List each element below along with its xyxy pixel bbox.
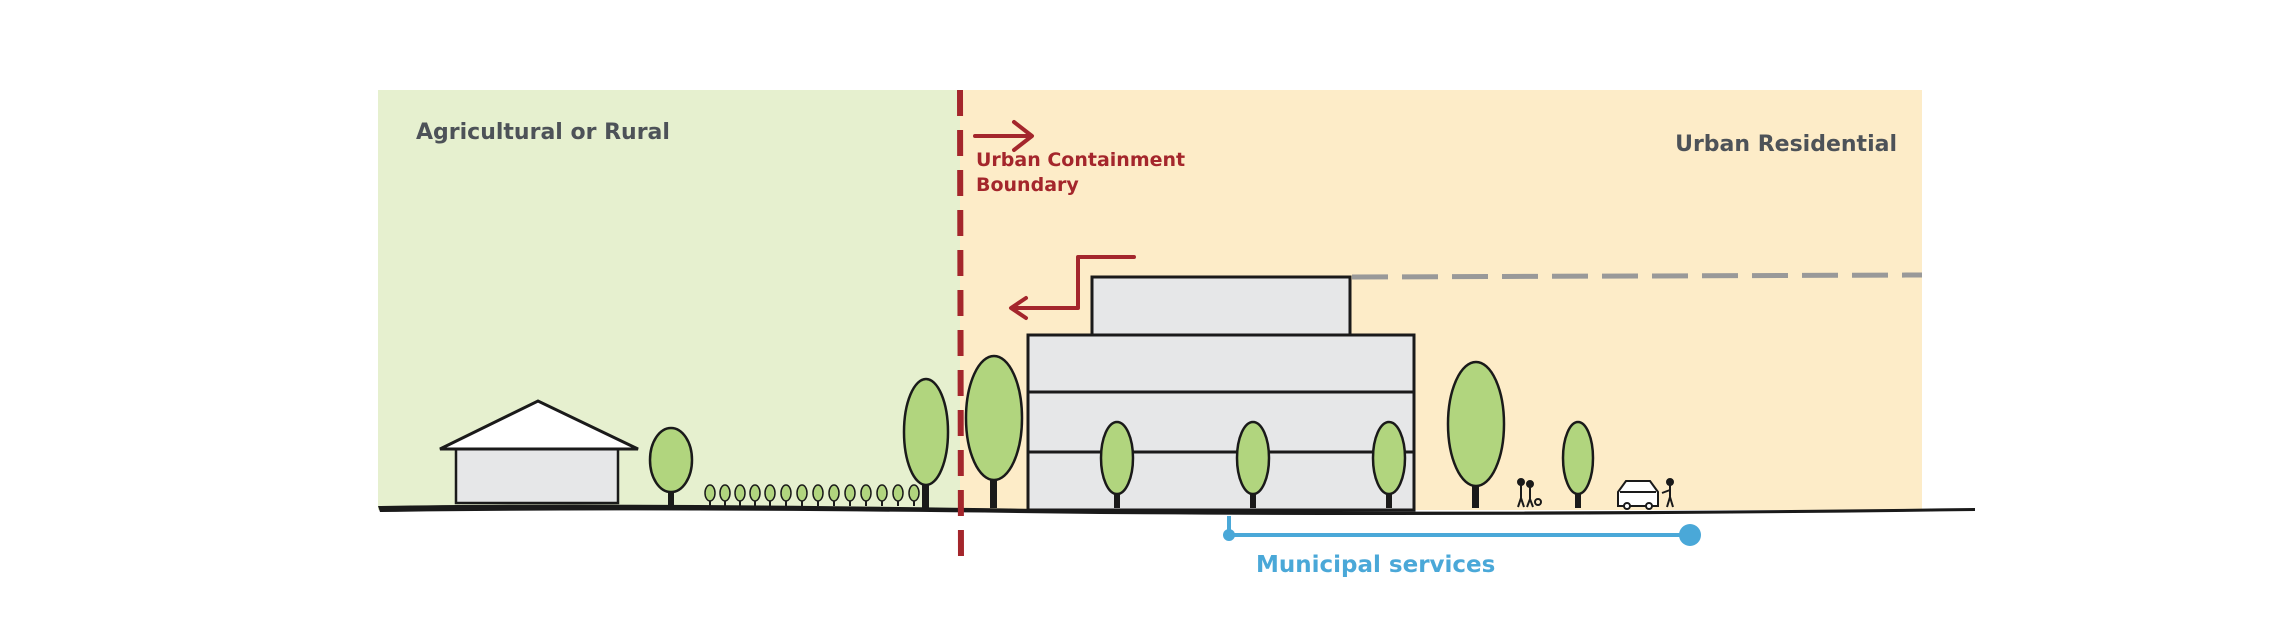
tree-icon bbox=[964, 354, 1024, 508]
municipal-services-label: Municipal services bbox=[1256, 552, 1495, 578]
tree-icon bbox=[902, 377, 950, 508]
car-icon bbox=[1617, 480, 1659, 510]
arrow-right-icon bbox=[973, 120, 1034, 152]
tree-icon bbox=[1561, 420, 1595, 508]
tree-icon bbox=[1371, 420, 1407, 508]
boundary-label-line1: Urban Containment bbox=[976, 149, 1185, 171]
pedestrian-icon bbox=[1517, 478, 1542, 508]
height-limit-line bbox=[1351, 272, 1923, 280]
rural-zone-label: Agricultural or Rural bbox=[416, 120, 670, 145]
shrub-icon bbox=[828, 484, 840, 506]
shrub-icon bbox=[892, 484, 904, 506]
shrub-icon bbox=[844, 484, 856, 506]
municipal-services-indicator bbox=[1227, 516, 1690, 537]
tree-icon bbox=[648, 426, 694, 506]
tree-icon bbox=[1446, 360, 1506, 508]
shrub-icon bbox=[908, 484, 920, 506]
shrub-icon bbox=[734, 484, 746, 506]
shrub-icon bbox=[749, 484, 761, 506]
tree-icon bbox=[1235, 420, 1271, 508]
house-icon bbox=[439, 399, 639, 505]
shrub-icon bbox=[719, 484, 731, 506]
shrub-icon bbox=[780, 484, 792, 506]
services-start-dot bbox=[1223, 529, 1235, 541]
shrub-icon bbox=[876, 484, 888, 506]
services-end-dot bbox=[1679, 524, 1701, 546]
shrub-icon bbox=[796, 484, 808, 506]
ground-line bbox=[378, 504, 1975, 515]
shrub-icon bbox=[704, 484, 716, 506]
shrub-row bbox=[704, 484, 920, 506]
tree-icon bbox=[1099, 420, 1135, 508]
shrub-icon bbox=[812, 484, 824, 506]
shrub-icon bbox=[860, 484, 872, 506]
urban-zone-label: Urban Residential bbox=[1675, 132, 1897, 157]
building-icon bbox=[1026, 275, 1416, 512]
shrub-icon bbox=[764, 484, 776, 506]
boundary-label-line2: Boundary bbox=[976, 174, 1079, 196]
stepback-arrow-icon bbox=[1009, 255, 1136, 320]
pedestrian-icon bbox=[1661, 478, 1674, 508]
